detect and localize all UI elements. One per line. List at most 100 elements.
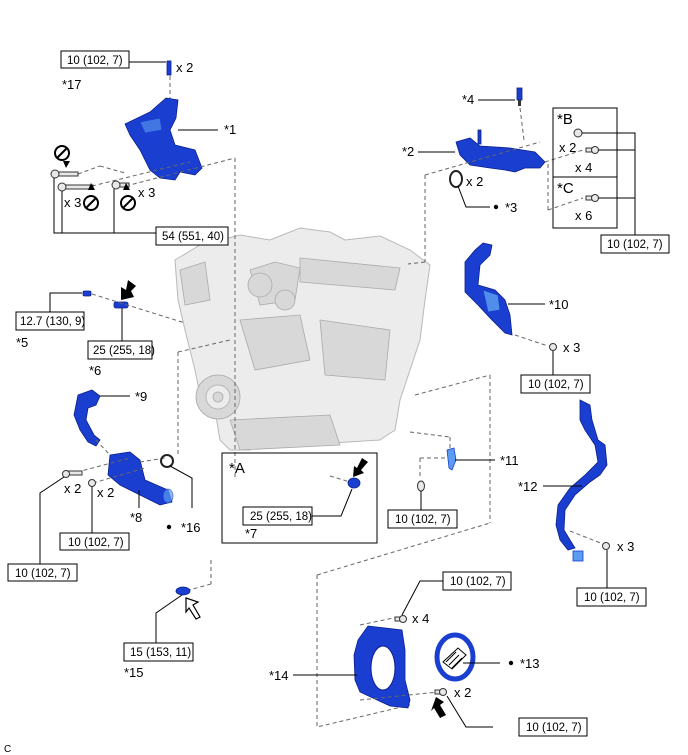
- part-17-bolt: [166, 60, 172, 76]
- callout-12: *12: [518, 479, 538, 494]
- torque-11: 10 (102, 7): [395, 514, 451, 526]
- part-16-gasket: [160, 454, 174, 468]
- callout-14: *14: [269, 668, 289, 683]
- torque-box-17: [60, 50, 130, 69]
- view-box-a: [221, 452, 378, 544]
- callout-13: *13: [520, 656, 540, 671]
- callout-7: *7: [245, 526, 257, 541]
- nut-8: [88, 479, 96, 487]
- part-7-plug: [347, 477, 361, 489]
- qty-3: x 2: [466, 174, 483, 189]
- part-8-water-outlet: [107, 451, 174, 506]
- callout-4: *4: [462, 92, 474, 107]
- bolt-10: [549, 343, 557, 351]
- bolt-1a: [50, 169, 79, 179]
- bolt-11: [417, 480, 425, 492]
- no-reuse-icon: [54, 145, 70, 168]
- bolt-14-bottom: [434, 688, 447, 696]
- torque-1: 54 (551, 40): [162, 231, 224, 243]
- torque-bc: 10 (102, 7): [607, 239, 663, 251]
- torque-8-nut: 10 (102, 7): [68, 537, 124, 549]
- install-arrow-icon: [353, 458, 368, 477]
- engine-block: [174, 227, 431, 451]
- torque-box-15: [123, 642, 194, 662]
- install-arrow-icon: [431, 697, 446, 718]
- torque-10: 10 (102, 7): [528, 379, 584, 391]
- torque-box-7: [242, 506, 313, 526]
- part-2-water-inlet: [455, 129, 546, 173]
- callout-6: *6: [89, 363, 101, 378]
- no-reuse-icon: [120, 183, 136, 211]
- qty-8-nut: x 2: [97, 485, 114, 500]
- torque-box-8-nut: [59, 532, 130, 551]
- install-arrow-icon: [121, 280, 136, 300]
- torque-box-6: [87, 340, 153, 360]
- callout-17: *17: [62, 77, 82, 92]
- view-label-a: *A: [229, 460, 245, 477]
- torque-box-10: [520, 374, 591, 394]
- view-label-b: *B: [557, 111, 573, 128]
- install-arrow-outline-icon: [185, 597, 201, 620]
- corner-mark: C: [4, 744, 11, 755]
- callout-1: *1: [224, 122, 236, 137]
- qty-17: x 2: [176, 60, 193, 75]
- torque-17: 10 (102, 7): [67, 55, 123, 67]
- torque-box-8-bolt: [7, 563, 78, 582]
- torque-8-bolt: 10 (102, 7): [15, 568, 71, 580]
- callout-11: *11: [500, 453, 519, 468]
- bolt-1b: [57, 182, 94, 192]
- torque-7: 25 (255, 18): [250, 511, 312, 523]
- torque-box-11: [387, 509, 458, 529]
- qty-c: x 6: [575, 208, 592, 223]
- qty-1-left: x 3: [64, 195, 81, 210]
- bolt-c: [585, 194, 599, 202]
- part-9-hose: [73, 389, 101, 447]
- torque-12: 10 (102, 7): [584, 592, 640, 604]
- bolt-14-top: [394, 615, 407, 623]
- qty-1-right: x 3: [138, 185, 155, 200]
- callout-16: *16: [181, 520, 201, 535]
- qty-8-bolt: x 2: [64, 481, 81, 496]
- torque-5: 12.7 (130, 9): [20, 316, 85, 328]
- bolt-b: [585, 146, 599, 154]
- part-5-bolt: [82, 290, 92, 297]
- bolt-8: [62, 470, 83, 478]
- qty-b-nut: x 2: [559, 140, 576, 155]
- callout-9: *9: [135, 389, 147, 404]
- torque-14-bottom: 10 (102, 7): [526, 722, 582, 734]
- view-box-bc: [552, 107, 618, 229]
- bullet-icon: [508, 660, 514, 666]
- torque-box-14-top: [442, 571, 512, 591]
- part-1-bracket: [124, 97, 203, 181]
- qty-12: x 3: [617, 539, 634, 554]
- callout-10: *10: [549, 297, 569, 312]
- torque-box-bc: [600, 234, 670, 254]
- torque-box-14-bottom: [518, 717, 588, 737]
- part-12-bracket: [555, 399, 608, 562]
- part-3-gasket: [449, 170, 463, 188]
- callout-15: *15: [124, 665, 144, 680]
- bolt-12: [602, 542, 610, 550]
- callout-3: *3: [505, 200, 517, 215]
- nut-b: [573, 128, 583, 138]
- torque-box-12: [576, 587, 647, 607]
- part-14-oil-seal-retainer: [353, 625, 411, 709]
- callout-2: *2: [402, 144, 414, 159]
- torque-box-5: [15, 311, 85, 331]
- view-label-c: *C: [557, 180, 574, 197]
- part-15-plug: [175, 586, 191, 596]
- torque-14-top: 10 (102, 7): [450, 576, 506, 588]
- part-13-oil-seal: [434, 632, 476, 682]
- callout-8: *8: [130, 510, 142, 525]
- part-11-sensor: [446, 447, 457, 471]
- torque-15: 15 (153, 11): [130, 647, 191, 659]
- no-reuse-icon: [83, 183, 99, 211]
- bullet-icon: [166, 524, 172, 530]
- qty-14-bottom: x 2: [454, 685, 471, 700]
- bullet-icon: [493, 204, 499, 210]
- part-10-cover: [464, 242, 513, 336]
- callout-5: *5: [16, 335, 28, 350]
- torque-6: 25 (255, 18): [93, 345, 155, 357]
- part-4-sensor: [516, 87, 523, 106]
